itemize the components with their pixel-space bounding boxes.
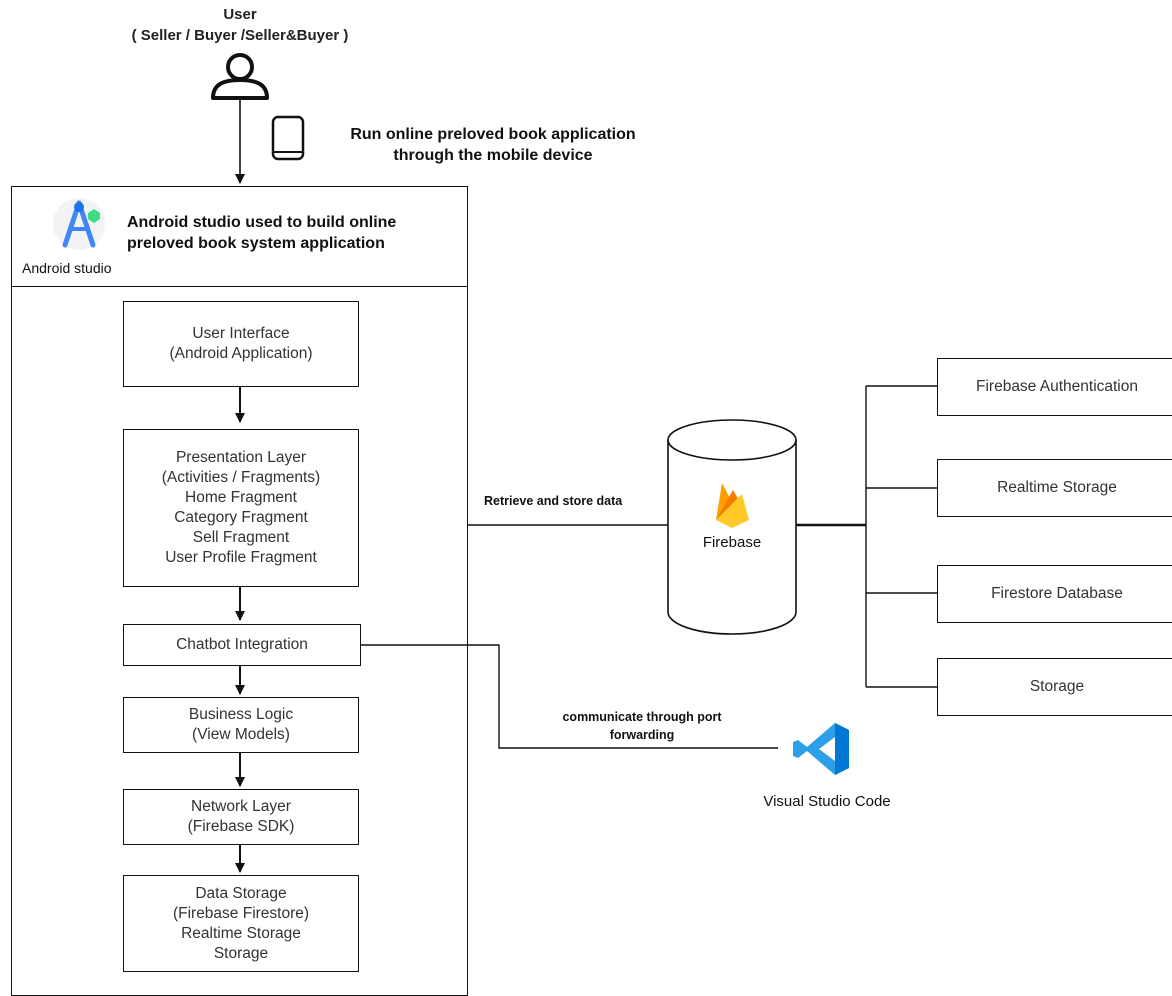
device-note-line2: through the mobile device: [393, 147, 593, 164]
presentation-line: Sell Fragment: [192, 529, 290, 546]
retrieve-store-label: Retrieve and store data: [484, 494, 623, 508]
device-note: Run online preloved book application thr…: [318, 124, 668, 166]
chatbot-to-vscode-line: [361, 644, 778, 749]
android-header-line2: preloved book system application: [127, 235, 385, 252]
user-interface-box: User Interface (Android Application): [123, 301, 359, 387]
service-realtime-storage: Realtime Storage: [937, 459, 1172, 517]
android-header-line1: Android studio used to build online: [127, 214, 397, 231]
vscode-label: Visual Studio Code: [763, 793, 891, 810]
android-studio-caption: Android studio: [22, 260, 112, 276]
storage-line: Realtime Storage: [181, 924, 301, 942]
port-label-line2: forwarding: [609, 728, 675, 742]
chatbot-line: Chatbot Integration: [176, 636, 308, 653]
service-firebase-authentication: Firebase Authentication: [937, 358, 1172, 416]
network-line: (Firebase SDK): [187, 818, 295, 835]
presentation-line: Presentation Layer: [175, 449, 307, 466]
service-label: Realtime Storage: [997, 479, 1117, 496]
service-label: Storage: [1029, 678, 1085, 695]
android-studio-logo: [53, 198, 105, 250]
user-title: User: [223, 6, 257, 23]
storage-line: Storage: [213, 944, 269, 962]
business-logic-box: Business Logic (View Models): [123, 697, 359, 753]
business-line: Business Logic: [188, 706, 294, 723]
service-storage: Storage: [937, 658, 1172, 716]
firebase-label: Firebase: [702, 534, 762, 551]
presentation-layer-box: Presentation Layer (Activities / Fragmen…: [123, 429, 359, 587]
chatbot-integration-box: Chatbot Integration: [123, 624, 361, 666]
network-layer-box: Network Layer (Firebase SDK): [123, 789, 359, 845]
ui-line: User Interface: [192, 325, 290, 342]
network-line: Network Layer: [191, 798, 291, 815]
android-header-text: Android studio used to build online prel…: [127, 212, 457, 254]
android-header-divider: [11, 286, 468, 287]
presentation-line: Category Fragment: [174, 509, 308, 526]
presentation-line: (Activities / Fragments): [161, 469, 321, 486]
port-forwarding-label: communicate through port forwarding: [522, 708, 762, 744]
data-storage-box: Data Storage (Firebase Firestore) Realti…: [123, 875, 359, 972]
service-label: Firebase Authentication: [976, 378, 1138, 395]
presentation-line: User Profile Fragment: [165, 549, 317, 566]
mobile-device-icon: [271, 115, 305, 161]
storage-line: (Firebase Firestore): [172, 904, 310, 922]
ui-line: (Android Application): [169, 345, 313, 362]
presentation-line: Home Fragment: [185, 489, 297, 506]
storage-line: Data Storage: [195, 884, 287, 902]
service-label: Firestore Database: [991, 585, 1123, 602]
firebase-database-cylinder: [667, 419, 797, 635]
vscode-logo: [793, 723, 849, 775]
user-icon: [211, 53, 269, 100]
user-roles: ( Seller / Buyer /Seller&Buyer ): [131, 27, 349, 44]
business-line: (View Models): [192, 726, 290, 743]
port-label-line1: communicate through port: [562, 710, 722, 724]
device-note-line1: Run online preloved book application: [350, 126, 636, 143]
service-firestore-database: Firestore Database: [937, 565, 1172, 623]
firebase-logo: [716, 483, 749, 528]
